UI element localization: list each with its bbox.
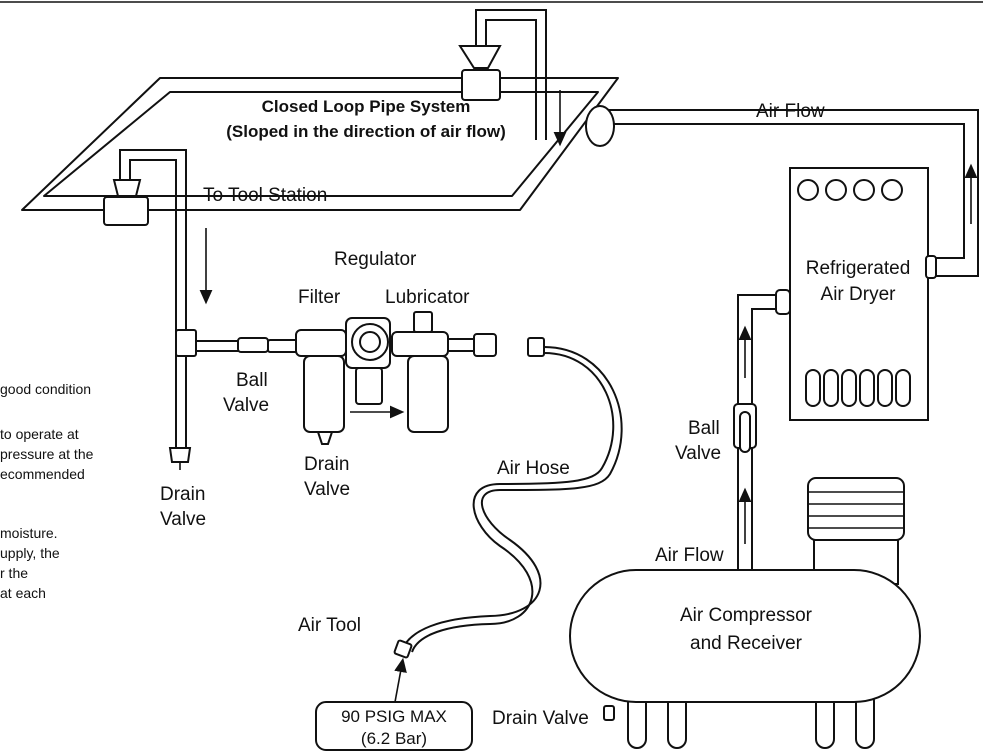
drain-valve-frl-label-2: Valve (304, 479, 350, 500)
left-drop-pipe (103, 149, 213, 470)
drain-valve-bottom-label: Drain Valve (492, 708, 589, 729)
filter-label: Filter (298, 287, 341, 308)
side-text-line: to operate at (0, 426, 79, 442)
title-line-1: Closed Loop Pipe System (262, 97, 471, 116)
compressor-to-dryer-pipe (733, 289, 791, 570)
psig-label-2: (6.2 Bar) (361, 729, 427, 748)
drain-valve-left-label-2: Valve (160, 509, 206, 530)
ball-valve-right-label-1: Ball (688, 418, 720, 439)
title-line-2: (Sloped in the direction of air flow) (226, 122, 506, 141)
regulator-label: Regulator (334, 249, 417, 270)
ball-valve-left-label-2: Valve (223, 395, 269, 416)
side-text-line: good condition (0, 381, 91, 397)
air-hose-label: Air Hose (497, 458, 570, 479)
air-flow-bottom-label: Air Flow (655, 545, 724, 566)
refrigerated-label-2: Air Dryer (821, 284, 897, 305)
air-tool-label: Air Tool (298, 615, 361, 636)
side-text-line: pressure at the (0, 446, 94, 462)
side-text-line: upply, the (0, 545, 60, 561)
ball-valve-right-label-2: Valve (675, 443, 721, 464)
air-flow-top-label: Air Flow (756, 101, 825, 122)
side-text-line: at each (0, 585, 46, 601)
side-text: good condition to operate at pressure at… (0, 381, 94, 601)
psig-label-1: 90 PSIG MAX (341, 707, 447, 726)
drain-valve-frl-label-1: Drain (304, 454, 349, 475)
frl-feed-pipe (196, 337, 299, 353)
psig-callout (315, 657, 473, 751)
dryer-outlet-pipe (585, 105, 979, 279)
lubricator-label: Lubricator (385, 287, 470, 308)
frl-unit (295, 311, 497, 445)
drain-valve-left-label-1: Drain (160, 484, 205, 505)
side-text-line: r the (0, 565, 28, 581)
side-text-line: moisture. (0, 525, 58, 541)
air-compressor (569, 477, 921, 749)
side-text-line: ecommended (0, 466, 85, 482)
ball-valve-left-label-1: Ball (236, 370, 268, 391)
refrigerated-label-1: Refrigerated (806, 258, 911, 279)
compressor-label-1: Air Compressor (680, 605, 813, 626)
to-tool-station-label: To Tool Station (203, 185, 327, 206)
air-hose (393, 337, 623, 659)
compressor-label-2: and Receiver (690, 633, 803, 654)
refrigerated-air-dryer (789, 167, 929, 421)
top-riser-pipe (458, 9, 567, 147)
